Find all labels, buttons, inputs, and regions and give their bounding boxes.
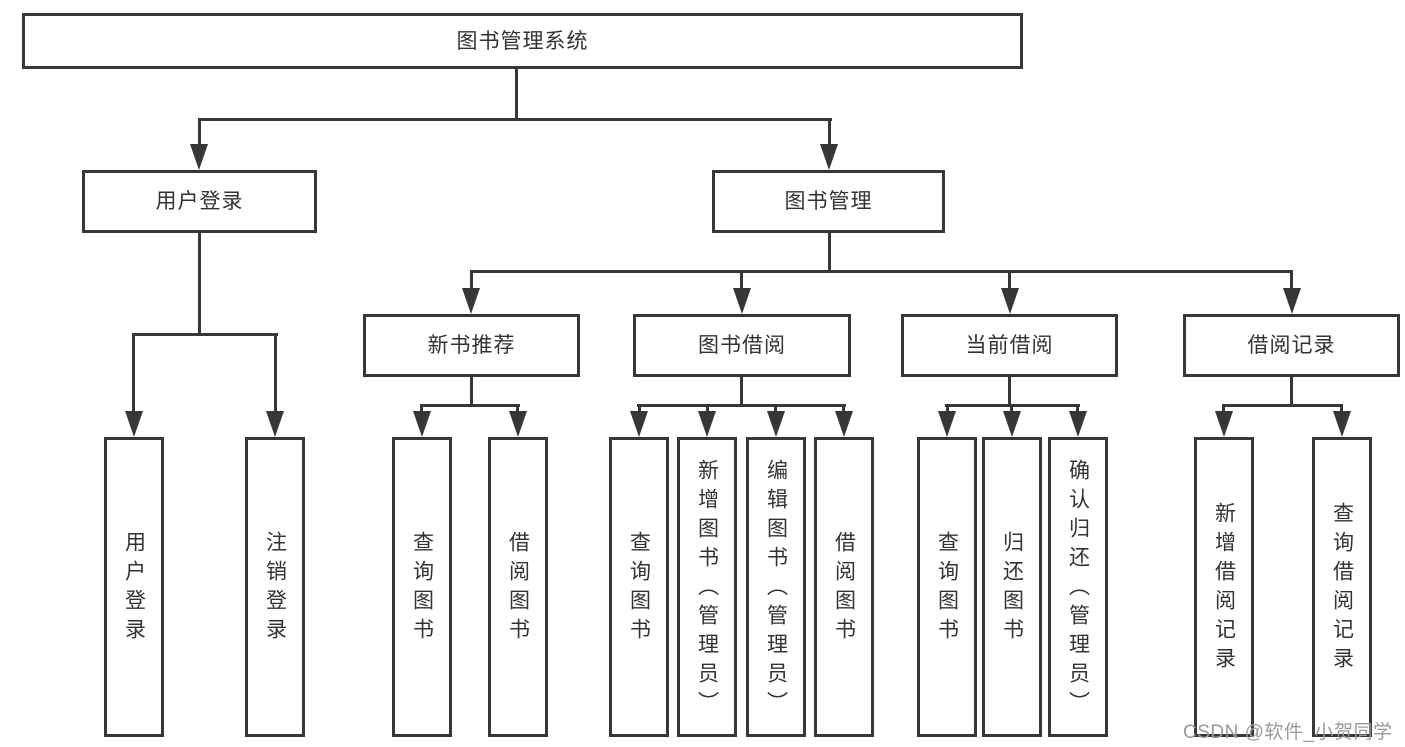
node-borrowing-records: 借阅记录 [1183,314,1400,377]
node-label: 图书借阅 [698,334,786,357]
connector-line [706,404,709,414]
node-label: 图书管理系统 [456,29,589,53]
leaf-confirm-return-admin: 确认归还（管理员） [1048,437,1108,737]
connector-line [198,233,201,336]
node-label: 借阅图书 [832,531,856,647]
arrow-down-icon [1283,288,1301,314]
arrow-down-icon [413,411,431,437]
leaf-search-books-recommend: 查询图书 [392,437,452,737]
arrow-down-icon [698,411,716,437]
connector-line [515,69,518,121]
leaf-logout: 注销登录 [245,437,305,737]
connector-line [420,404,423,414]
connector-line [1290,377,1293,407]
arrow-down-icon [733,288,751,314]
node-label: 注销登录 [263,531,287,647]
connector-line [274,333,277,413]
arrow-down-icon [820,144,838,170]
leaf-search-books-current: 查询图书 [917,437,977,737]
node-label: 新增图书（管理员） [695,458,719,720]
connector-line [1008,377,1011,407]
node-label: 当前借阅 [965,334,1054,357]
leaf-add-books-admin: 新增图书（管理员） [677,437,737,737]
node-label: 新增借阅记录 [1212,502,1236,676]
arrow-down-icon [1215,411,1233,437]
arrow-down-icon [1001,288,1019,314]
connector-line [198,118,201,148]
arrow-down-icon [1003,411,1021,437]
connector-line [1222,404,1225,414]
node-book-management: 图书管理 [712,170,945,233]
connector-line [198,118,832,121]
connector-line [774,404,777,414]
node-label: 查询图书 [935,531,959,647]
leaf-return-books: 归还图书 [982,437,1042,737]
connector-line [470,270,473,292]
arrow-down-icon [190,144,208,170]
connector-line [1076,404,1079,414]
connector-line [638,404,641,414]
node-label: 确认归还（管理员） [1066,458,1090,720]
node-label: 用户登录 [155,190,244,213]
arrow-down-icon [266,411,284,437]
connector-line [1223,404,1343,407]
node-label: 新书推荐 [427,334,516,357]
leaf-search-books-borrow: 查询图书 [609,437,669,737]
connector-line [842,404,845,414]
connector-line [470,377,473,407]
node-label: 查询借阅记录 [1330,502,1354,676]
connector-line [740,377,743,407]
connector-line [132,333,278,336]
arrow-down-icon [1069,411,1087,437]
connector-line [1008,270,1011,292]
csdn-watermark: CSDN @软件_小贺同学 [1183,722,1393,743]
node-current-borrowing: 当前借阅 [901,314,1118,377]
connector-line [421,404,520,407]
node-label: 借阅图书 [506,531,530,647]
connector-line [1290,270,1293,292]
connector-line [1340,404,1343,414]
node-label: 查询图书 [627,531,651,647]
node-label: 用户登录 [122,531,146,647]
arrow-down-icon [509,411,527,437]
node-library-management-system: 图书管理系统 [22,13,1023,69]
leaf-borrow-books: 借阅图书 [814,437,874,737]
connector-line [132,333,135,413]
leaf-borrow-books-recommend: 借阅图书 [488,437,548,737]
node-label: 归还图书 [1000,531,1024,647]
connector-line [946,404,949,414]
leaf-search-borrow-record: 查询借阅记录 [1312,437,1372,737]
connector-line [740,270,743,292]
arrow-down-icon [767,411,785,437]
connector-line [828,118,831,148]
node-label: 借阅记录 [1247,334,1336,357]
node-book-borrowing: 图书借阅 [633,314,851,377]
arrow-down-icon [938,411,956,437]
arrow-down-icon [1333,411,1351,437]
arrow-down-icon [462,288,480,314]
connector-line [637,404,846,407]
connector-line [828,233,831,273]
node-label: 查询图书 [410,531,434,647]
node-label: 图书管理 [784,190,873,213]
leaf-add-borrow-record: 新增借阅记录 [1194,437,1254,737]
arrow-down-icon [835,411,853,437]
connector-line [1010,404,1013,414]
leaf-edit-books-admin: 编辑图书（管理员） [746,437,806,737]
arrow-down-icon [630,411,648,437]
connector-line [516,404,519,414]
node-label: 编辑图书（管理员） [764,458,788,720]
leaf-user-login: 用户登录 [104,437,164,737]
arrow-down-icon [125,411,143,437]
connector-line [470,270,1293,273]
node-new-book-recommendation: 新书推荐 [363,314,580,377]
node-user-login: 用户登录 [82,170,317,233]
